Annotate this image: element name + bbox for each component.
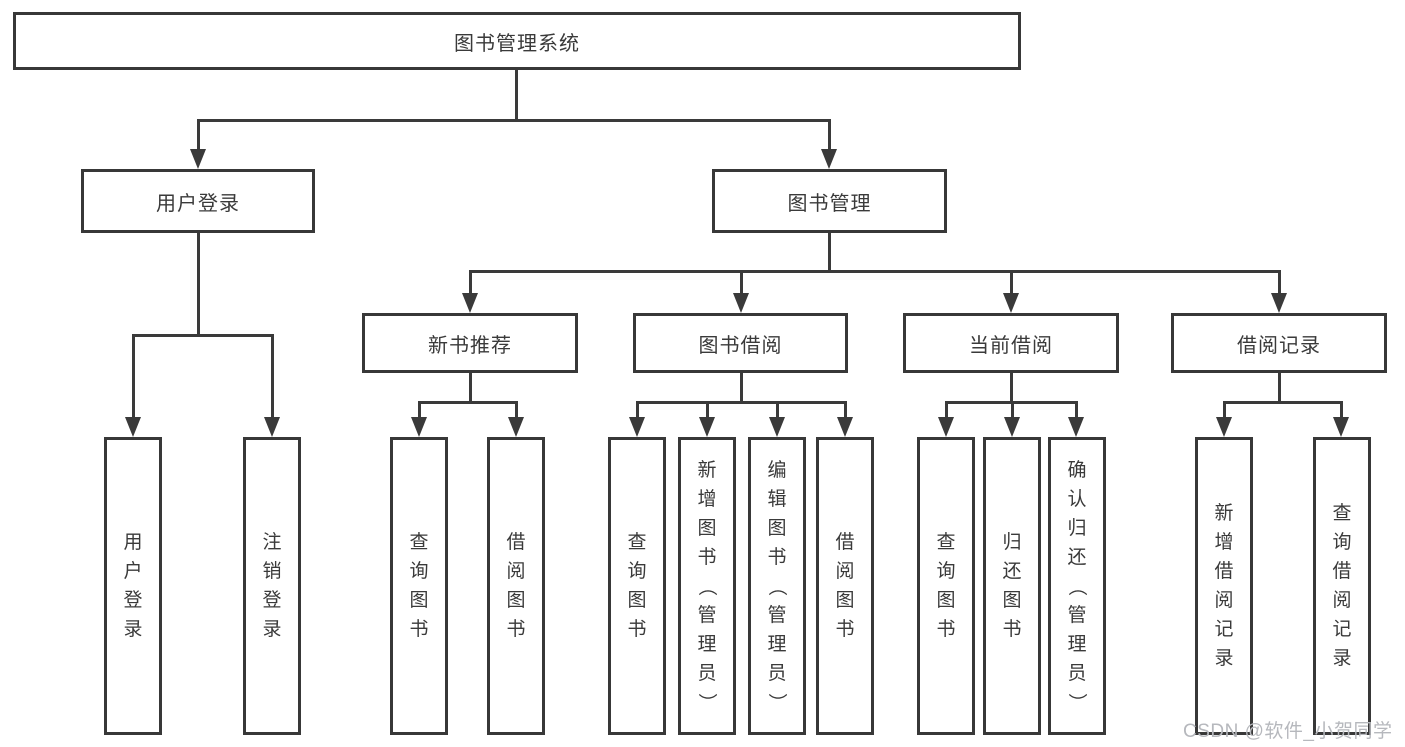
leaf-cb-confirm-return-label: 确认归还（管理员） bbox=[1066, 459, 1088, 712]
node-book-management: 图书管理 bbox=[712, 169, 947, 233]
leaf-cb-confirm-return: 确认归还（管理员） bbox=[1048, 437, 1106, 735]
leaf-bb-edit-book-label: 编辑图书（管理员） bbox=[766, 459, 788, 712]
connector-line bbox=[636, 401, 639, 422]
connector-line bbox=[418, 401, 518, 404]
arrow-down-icon bbox=[938, 417, 954, 437]
node-book-borrow-label: 图书借阅 bbox=[698, 334, 783, 357]
connector-line bbox=[515, 401, 518, 422]
arrow-down-icon bbox=[462, 293, 478, 313]
connector-line bbox=[1011, 401, 1014, 422]
leaf-logout-label: 注销登录 bbox=[262, 532, 282, 640]
arrow-down-icon bbox=[264, 417, 280, 437]
node-current-borrow: 当前借阅 bbox=[903, 313, 1119, 373]
connector-line bbox=[1223, 401, 1343, 404]
connector-line bbox=[740, 373, 743, 404]
connector-line bbox=[636, 401, 846, 404]
connector-line bbox=[740, 270, 743, 298]
leaf-bb-query-book: 查询图书 bbox=[608, 437, 666, 735]
node-current-borrow-label: 当前借阅 bbox=[969, 334, 1053, 357]
connector-line bbox=[828, 233, 831, 273]
leaf-bb-add-book: 新增图书（管理员） bbox=[678, 437, 736, 735]
leaf-br-query-record-label: 查询借阅记录 bbox=[1332, 503, 1352, 669]
node-book-management-label: 图书管理 bbox=[787, 192, 872, 215]
arrow-down-icon bbox=[821, 149, 837, 169]
leaf-user-login-label: 用户登录 bbox=[123, 532, 143, 640]
connector-line bbox=[469, 270, 472, 298]
node-user-login-label: 用户登录 bbox=[156, 192, 240, 215]
leaf-cb-query-book: 查询图书 bbox=[917, 437, 975, 735]
leaf-nb-query-book-label: 查询图书 bbox=[409, 532, 429, 640]
connector-line bbox=[271, 334, 274, 422]
node-root: 图书管理系统 bbox=[13, 12, 1021, 70]
node-borrow-record-label: 借阅记录 bbox=[1237, 334, 1321, 357]
arrow-down-icon bbox=[1333, 417, 1349, 437]
connector-line bbox=[706, 401, 709, 422]
node-new-book-recommend-label: 新书推荐 bbox=[428, 334, 512, 357]
arrow-down-icon bbox=[699, 417, 715, 437]
watermark: CSDN @软件_小贺同学 bbox=[1183, 721, 1393, 742]
connector-line bbox=[1340, 401, 1343, 422]
leaf-cb-query-book-label: 查询图书 bbox=[936, 532, 956, 640]
connector-line bbox=[132, 334, 135, 422]
leaf-bb-borrow-book: 借阅图书 bbox=[816, 437, 874, 735]
leaf-logout: 注销登录 bbox=[243, 437, 301, 735]
leaf-nb-query-book: 查询图书 bbox=[390, 437, 448, 735]
arrow-down-icon bbox=[1271, 293, 1287, 313]
node-root-label: 图书管理系统 bbox=[454, 32, 580, 55]
node-user-login: 用户登录 bbox=[81, 169, 315, 233]
leaf-nb-borrow-book: 借阅图书 bbox=[487, 437, 545, 735]
connector-line bbox=[469, 373, 472, 404]
connector-line bbox=[197, 119, 831, 122]
connector-line bbox=[1075, 401, 1078, 422]
node-new-book-recommend: 新书推荐 bbox=[362, 313, 578, 373]
arrow-down-icon bbox=[411, 417, 427, 437]
connector-line bbox=[132, 334, 274, 337]
arrow-down-icon bbox=[837, 417, 853, 437]
leaf-br-add-record-label: 新增借阅记录 bbox=[1214, 503, 1234, 669]
connector-line bbox=[1223, 401, 1226, 422]
arrow-down-icon bbox=[769, 417, 785, 437]
arrow-down-icon bbox=[629, 417, 645, 437]
connector-line bbox=[197, 233, 200, 335]
connector-line bbox=[418, 401, 421, 422]
arrow-down-icon bbox=[1068, 417, 1084, 437]
arrow-down-icon bbox=[125, 417, 141, 437]
connector-line bbox=[828, 119, 831, 155]
connector-line bbox=[469, 270, 1280, 273]
leaf-cb-return-book-label: 归还图书 bbox=[1002, 532, 1022, 640]
leaf-br-query-record: 查询借阅记录 bbox=[1313, 437, 1371, 735]
arrow-down-icon bbox=[1004, 417, 1020, 437]
arrow-down-icon bbox=[190, 149, 206, 169]
connector-line bbox=[776, 401, 779, 422]
connector-line bbox=[1010, 270, 1013, 298]
leaf-bb-query-book-label: 查询图书 bbox=[627, 532, 647, 640]
node-borrow-record: 借阅记录 bbox=[1171, 313, 1387, 373]
leaf-bb-borrow-book-label: 借阅图书 bbox=[835, 532, 855, 640]
connector-line bbox=[1010, 373, 1013, 404]
arrow-down-icon bbox=[1003, 293, 1019, 313]
connector-line bbox=[1278, 373, 1281, 404]
arrow-down-icon bbox=[1216, 417, 1232, 437]
connector-line bbox=[515, 70, 518, 120]
connector-line bbox=[844, 401, 847, 422]
connector-line bbox=[197, 119, 200, 155]
connector-line bbox=[945, 401, 948, 422]
node-book-borrow: 图书借阅 bbox=[633, 313, 848, 373]
arrow-down-icon bbox=[508, 417, 524, 437]
leaf-user-login: 用户登录 bbox=[104, 437, 162, 735]
arrow-down-icon bbox=[733, 293, 749, 313]
leaf-bb-add-book-label: 新增图书（管理员） bbox=[696, 459, 718, 712]
leaf-nb-borrow-book-label: 借阅图书 bbox=[506, 532, 526, 640]
leaf-cb-return-book: 归还图书 bbox=[983, 437, 1041, 735]
connector-line bbox=[1278, 270, 1281, 298]
leaf-bb-edit-book: 编辑图书（管理员） bbox=[748, 437, 806, 735]
leaf-br-add-record: 新增借阅记录 bbox=[1195, 437, 1253, 735]
